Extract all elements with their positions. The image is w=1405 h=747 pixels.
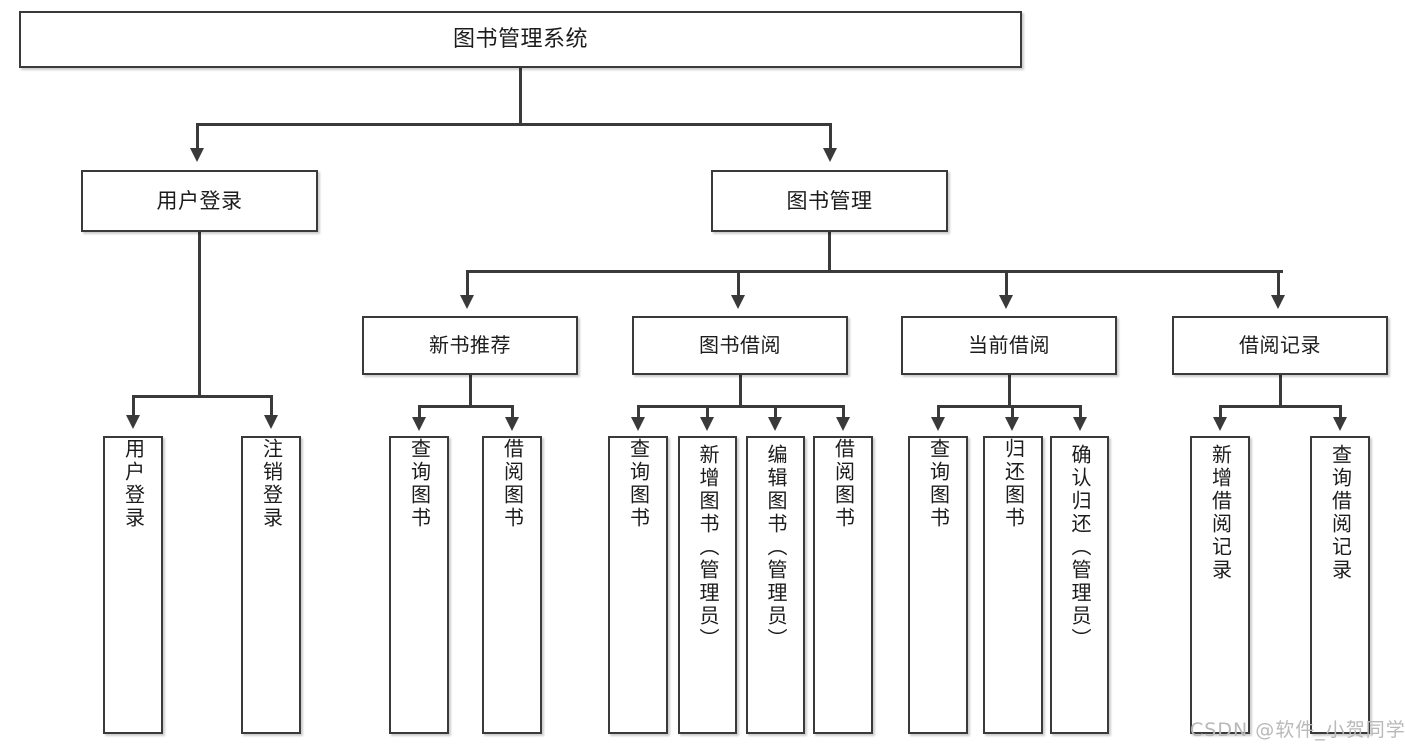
connector-newbook-drop-1 <box>418 405 421 418</box>
leaf-label: 新增图书（管理员） <box>696 444 720 651</box>
connector-record-drop-1 <box>1219 405 1222 418</box>
arrowhead-borrow-record <box>1271 295 1285 309</box>
connector-current-drop-3 <box>1079 405 1082 418</box>
connector-record-stem <box>1279 375 1282 407</box>
connector-bookmanage-stem <box>828 232 831 272</box>
leaf-borrow-book-newrec[interactable]: 借阅图书 <box>482 436 542 734</box>
arrowhead-newbook-borrow <box>505 417 519 431</box>
connector-group-drop-3 <box>1005 270 1008 296</box>
connector-bookmanage-bus <box>466 270 1283 273</box>
arrowhead-current-return <box>1005 417 1019 431</box>
connector-root-bus <box>196 123 831 126</box>
leaf-edit-book-admin[interactable]: 编辑图书（管理员） <box>746 436 805 734</box>
arrowhead-borrow-lend <box>836 417 850 431</box>
connector-current-bus <box>937 405 1080 408</box>
arrowhead-book-manage <box>823 148 837 162</box>
connector-group-drop-4 <box>1277 270 1280 296</box>
node-new-book-recommend[interactable]: 新书推荐 <box>362 316 578 375</box>
connector-borrow-drop-4 <box>842 405 845 418</box>
leaf-label: 查询借阅记录 <box>1328 444 1353 582</box>
node-label: 当前借阅 <box>968 333 1050 357</box>
arrowhead-logout-leaf <box>264 415 278 429</box>
leaf-label: 新增借阅记录 <box>1208 444 1233 582</box>
arrowhead-current-borrow <box>999 295 1013 309</box>
connector-borrow-bus <box>637 405 843 408</box>
node-label: 图书管理 <box>786 188 873 213</box>
connector-current-drop-1 <box>937 405 940 418</box>
leaf-label: 确认归还（管理员） <box>1068 444 1092 651</box>
leaf-add-book-admin[interactable]: 新增图书（管理员） <box>678 436 737 734</box>
node-label: 图书借阅 <box>699 333 781 357</box>
leaf-label: 借阅图书 <box>500 438 525 530</box>
arrowhead-book-borrow <box>731 295 745 309</box>
leaf-query-book-newrec[interactable]: 查询图书 <box>389 436 449 734</box>
connector-root-drop-2 <box>829 123 832 149</box>
node-book-borrow[interactable]: 图书借阅 <box>632 316 848 375</box>
connector-borrow-drop-3 <box>774 405 777 418</box>
leaf-label: 借阅图书 <box>831 438 856 530</box>
arrowhead-newbook-query <box>412 417 426 431</box>
leaf-logout[interactable]: 注销登录 <box>241 436 301 734</box>
connector-current-drop-2 <box>1011 405 1014 418</box>
connector-record-bus <box>1219 405 1341 408</box>
node-book-management[interactable]: 图书管理 <box>711 170 948 232</box>
connector-root-stem <box>519 68 522 124</box>
arrowhead-borrow-add <box>700 417 714 431</box>
arrowhead-user-login-leaf <box>126 415 140 429</box>
leaf-return-book[interactable]: 归还图书 <box>983 436 1043 734</box>
node-label: 图书管理系统 <box>452 26 588 52</box>
leaf-query-borrow-record[interactable]: 查询借阅记录 <box>1310 436 1370 734</box>
node-user-login[interactable]: 用户登录 <box>81 170 318 232</box>
leaf-user-login[interactable]: 用户登录 <box>103 436 163 734</box>
leaf-add-borrow-record[interactable]: 新增借阅记录 <box>1190 436 1250 734</box>
leaf-query-book-current[interactable]: 查询图书 <box>908 436 968 734</box>
arrowhead-record-add <box>1213 417 1227 431</box>
connector-group-drop-1 <box>466 270 469 296</box>
node-borrow-record[interactable]: 借阅记录 <box>1172 316 1388 375</box>
connector-group-drop-2 <box>737 270 740 296</box>
arrowhead-record-query <box>1333 417 1347 431</box>
leaf-lend-book[interactable]: 借阅图书 <box>813 436 873 734</box>
node-label: 借阅记录 <box>1239 333 1321 357</box>
connector-root-drop-1 <box>196 123 199 149</box>
node-label: 新书推荐 <box>429 333 511 357</box>
arrowhead-user-login <box>190 148 204 162</box>
connector-userlogin-drop-1 <box>132 395 135 416</box>
leaf-label: 注销登录 <box>259 438 284 530</box>
connector-newbook-drop-2 <box>511 405 514 418</box>
leaf-query-book-borrow[interactable]: 查询图书 <box>608 436 668 734</box>
node-root-system[interactable]: 图书管理系统 <box>19 11 1022 68</box>
connector-newbook-stem <box>469 375 472 407</box>
connector-borrow-drop-1 <box>637 405 640 418</box>
node-label: 用户登录 <box>156 188 243 213</box>
connector-current-stem <box>1008 375 1011 407</box>
arrowhead-borrow-edit <box>768 417 782 431</box>
arrowhead-new-book-rec <box>460 295 474 309</box>
connector-newbook-bus <box>418 405 512 408</box>
leaf-label: 归还图书 <box>1001 438 1026 530</box>
leaf-label: 编辑图书（管理员） <box>764 444 788 651</box>
leaf-label: 查询图书 <box>626 438 651 530</box>
arrowhead-current-confirm <box>1073 417 1087 431</box>
connector-borrow-drop-2 <box>706 405 709 418</box>
connector-userlogin-bus <box>132 395 272 398</box>
leaf-label: 查询图书 <box>926 438 951 530</box>
connector-record-drop-2 <box>1339 405 1342 418</box>
leaf-label: 用户登录 <box>121 438 146 530</box>
leaf-confirm-return-admin[interactable]: 确认归还（管理员） <box>1050 436 1109 734</box>
arrowhead-borrow-query <box>631 417 645 431</box>
connector-borrow-stem <box>739 375 742 407</box>
node-current-borrow[interactable]: 当前借阅 <box>901 316 1117 375</box>
leaf-label: 查询图书 <box>407 438 432 530</box>
connector-userlogin-stem <box>198 232 201 397</box>
connector-userlogin-drop-2 <box>270 395 273 416</box>
arrowhead-current-query <box>931 417 945 431</box>
